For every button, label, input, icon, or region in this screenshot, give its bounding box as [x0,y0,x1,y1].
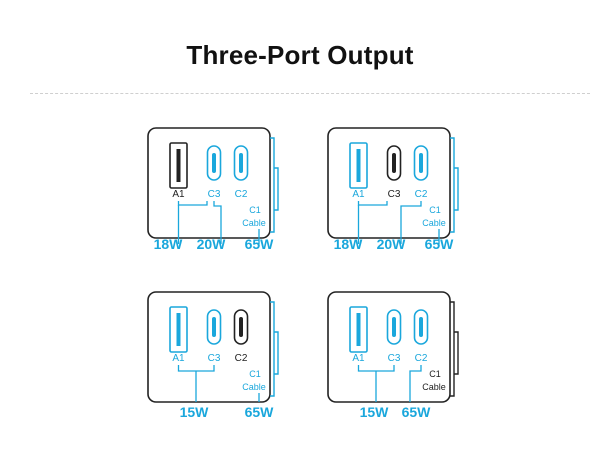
usb-a-port-tongue [176,313,181,346]
output-watts-a1-c3: 15W [360,404,390,420]
usb-c-port-c3-icon [206,309,222,345]
port-label-c1: C1 [429,205,441,215]
port-label-c1-cable: Cable [242,218,266,228]
port-label-c1-cable: Cable [422,218,446,228]
port-label-c2: C2 [235,189,248,200]
c1-cable-plug [274,331,279,375]
output-watts-second: 20W [197,236,227,252]
port-label-c1-cable: Cable [422,382,446,392]
port-label-c2: C2 [235,353,248,364]
c1-cable-plug [454,167,459,211]
port-label-c2: C2 [415,189,428,200]
output-watts-c1: 65W [245,236,275,252]
usb-a-port-tongue [176,149,181,182]
a1-c3-bracket [177,201,208,206]
usb-a-port-icon [349,306,368,353]
port-label-c3: C3 [388,189,401,200]
usb-c-port-c3-tongue [212,153,216,173]
output-watts-c1: 65W [425,236,455,252]
c1-cable-clip [270,301,275,397]
page-title: Three-Port Output [186,40,414,70]
port-label-c3: C3 [388,353,401,364]
usb-c-port-c2-tongue [419,153,423,173]
usb-c-port-c3-tongue [212,317,216,337]
usb-a-port-icon [169,306,188,353]
usb-c-port-c2-icon [413,309,429,345]
usb-a-port-tongue [356,149,361,182]
c1-cable-clip [270,137,275,233]
leader-c3 [213,201,222,244]
output-watts-second: 20W [377,236,407,252]
usb-c-port-c3-tongue [392,153,396,173]
port-label-a1: A1 [352,353,365,364]
usb-a-port-icon [349,142,368,189]
usb-c-port-c2-icon [413,145,429,181]
a1-c3-bracket [357,201,388,206]
output-watts-c2: 65W [402,404,432,420]
port-label-c2: C2 [415,353,428,364]
usb-a-port-icon [169,142,188,189]
usb-c-port-c2-tongue [239,153,243,173]
output-watts-first: 18W [334,236,364,252]
usb-a-port-tongue [356,313,361,346]
port-label-a1: A1 [172,353,185,364]
usb-c-port-c3-icon [206,145,222,181]
port-label-c1-cable: Cable [242,382,266,392]
port-label-a1: A1 [352,189,365,200]
usb-c-port-c2-tongue [239,317,243,337]
usb-c-port-c2-icon [233,309,249,345]
port-label-a1: A1 [172,189,185,200]
port-label-c1: C1 [249,369,261,379]
usb-c-port-c2-icon [233,145,249,181]
c1-cable-plug [274,167,279,211]
usb-c-port-c3-icon [386,145,402,181]
c1-cable-clip [450,137,455,233]
c1-cable-plug [454,331,459,375]
port-label-c3: C3 [208,189,221,200]
leader-c2 [400,201,422,244]
c1-cable-clip [450,301,455,397]
output-watts-c1: 65W [245,404,275,420]
output-watts-first: 18W [154,236,184,252]
usb-c-port-c2-tongue [419,317,423,337]
port-label-c1: C1 [249,205,261,215]
leader-c2 [409,365,422,402]
output-watts-a1-c3: 15W [180,404,210,420]
usb-c-port-c3-tongue [392,317,396,337]
port-label-c1: C1 [429,369,441,379]
title-divider [30,93,590,94]
usb-c-port-c3-icon [386,309,402,345]
port-label-c3: C3 [208,353,221,364]
